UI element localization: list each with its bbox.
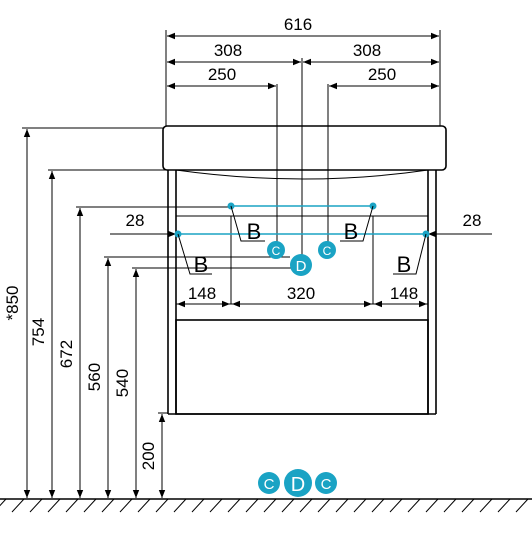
dim-height-560: 560 [85,363,104,391]
floor-hatch-line [155,498,169,513]
dim-side-left: 28 [126,211,145,230]
floor-hatch-line [335,498,349,513]
dim-bottom-center: 320 [287,284,315,303]
floor-hatch-line [0,498,7,507]
dim-offset-left: 250 [208,65,236,84]
floor-hatch-line [281,498,295,513]
legend-c-1: C [264,476,275,493]
marker-c-left: C [272,244,281,258]
dim-height-200: 200 [139,442,158,470]
floor-hatch-line [173,498,187,513]
floor-hatch-line [65,498,79,513]
dim-bottom-right: 148 [390,284,418,303]
floor-hatch-line [83,498,97,513]
floor-hatch-line [209,498,223,513]
dim-half-left: 308 [214,41,242,60]
basin-bowl [175,169,429,180]
dim-half-right: 308 [353,41,381,60]
dim-height-754: 754 [29,318,48,346]
legend-d: D [291,474,305,496]
floor-hatch-line [371,498,385,513]
side-dimensions: 28 28 [110,211,492,238]
dim-offset-right: 250 [368,65,396,84]
floor [0,498,532,513]
floor-hatch-line [497,498,511,513]
marker-c-right: C [323,244,332,258]
label-b-4: B [397,252,412,277]
dim-side-right: 28 [463,211,482,230]
floor-hatch-line [119,498,133,513]
floor-hatch-line [407,498,421,513]
dim-height-total: *850 [3,286,22,321]
floor-hatch-line [389,498,403,513]
floor-hatch-line [317,498,331,513]
floor-hatch-line [11,498,25,513]
dim-total-width: 616 [284,15,312,34]
floor-hatch-line [137,498,151,513]
label-b-3: B [194,252,209,277]
floor-hatch-line [29,498,43,513]
bottom-dimensions: 148 320 148 [177,284,427,308]
floor-hatch-line [353,498,367,513]
cabinet [162,125,447,415]
legend-c-2: C [321,476,332,493]
floor-hatch-line [263,498,277,513]
label-b-2: B [344,219,359,244]
marker-d-center: D [296,258,307,275]
lower-drawer [175,319,429,415]
floor-hatch-line [479,498,493,513]
label-b-1: B [247,219,262,244]
floor-hatch-line [245,498,259,513]
floor-hatch-line [443,498,457,513]
floor-hatch-line [191,498,205,513]
legend-cdc: C D C [258,469,337,497]
floor-hatch-line [101,498,115,513]
b-leaders: B B B B [177,205,427,277]
height-dimensions: *850 754 672 560 540 200 [3,127,302,498]
dim-height-672: 672 [57,340,76,368]
floor-hatch-line [227,498,241,513]
dim-height-540: 540 [113,369,132,397]
basin-top [162,125,447,171]
floor-hatch-line [461,498,475,513]
floor-hatch-line [47,498,61,513]
top-dimensions: 616 308 308 250 250 [165,15,441,258]
cd-markers: C D C [267,241,336,276]
floor-hatch-line [515,498,529,513]
dim-bottom-left: 148 [188,284,216,303]
floor-hatch-line [425,498,439,513]
floor-hatch-line [299,498,313,513]
